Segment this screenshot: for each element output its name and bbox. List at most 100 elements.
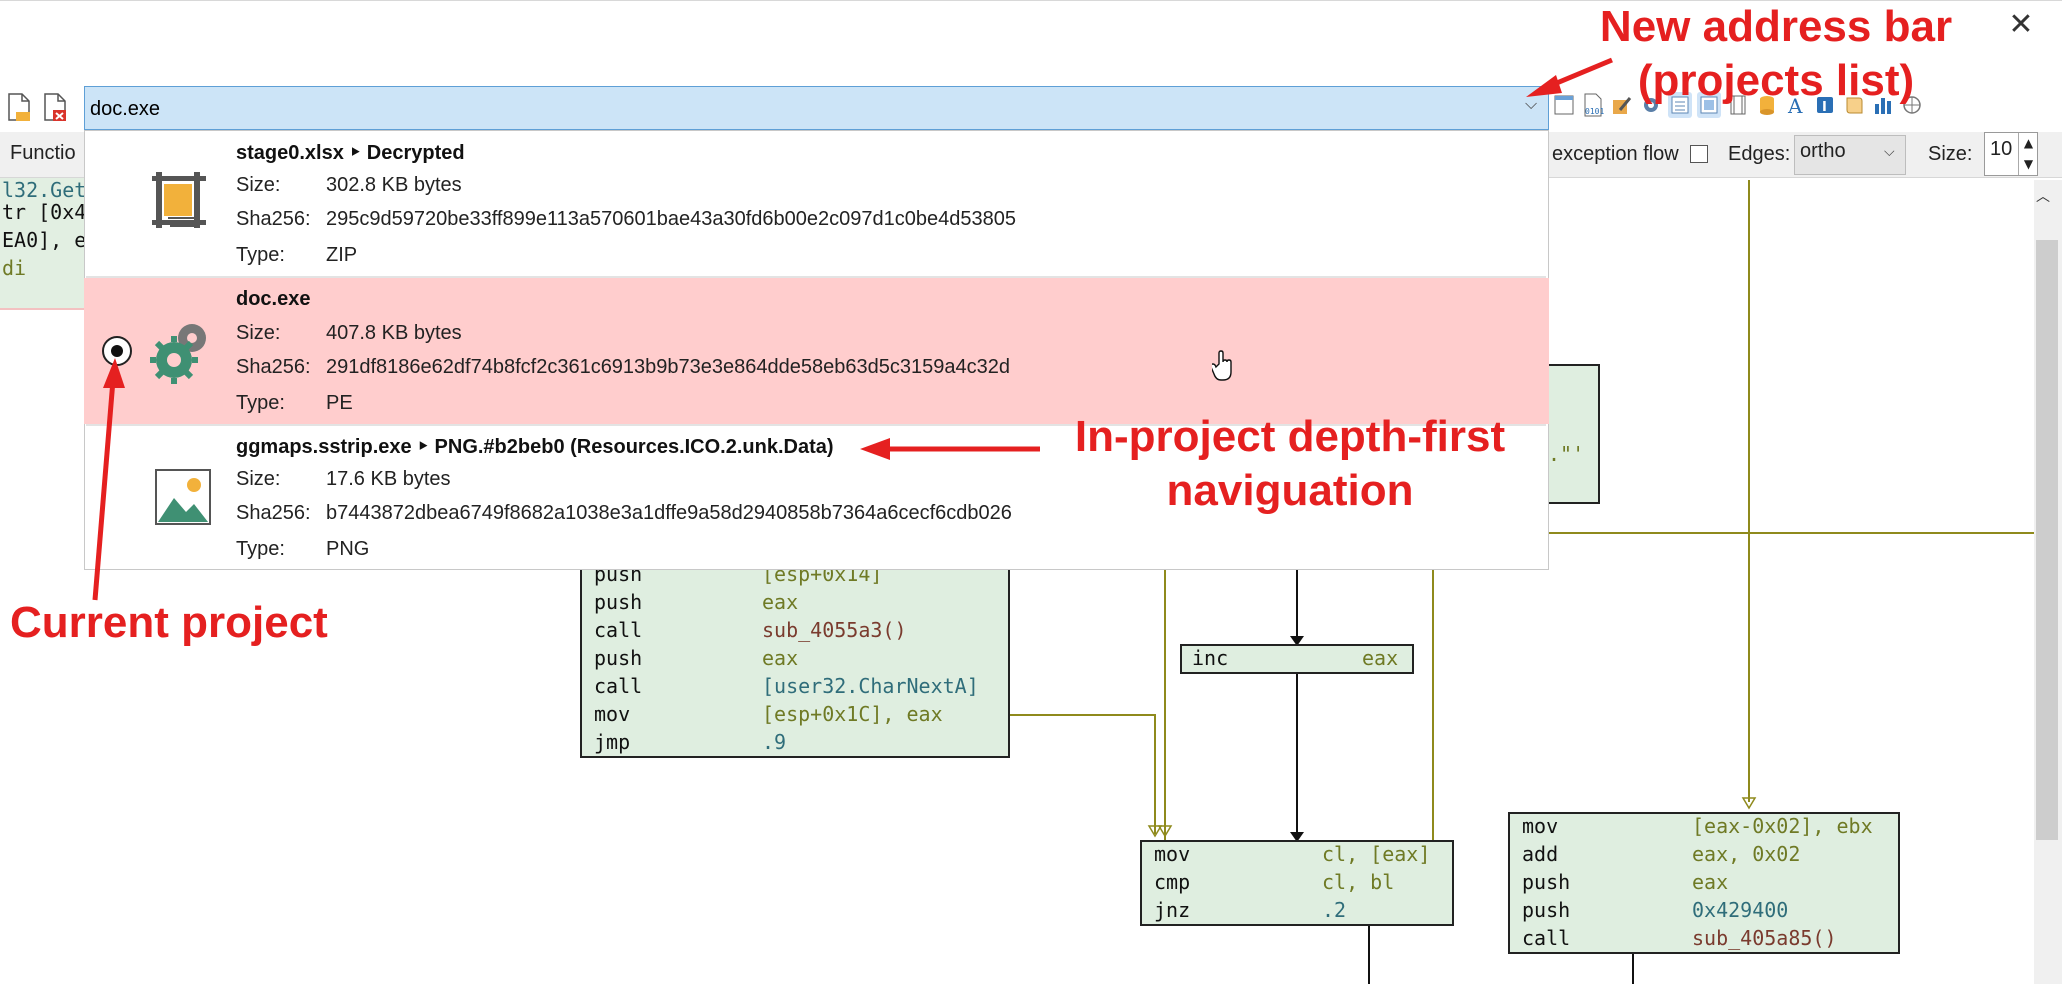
asm-operand: [user32.CharNextA] xyxy=(762,674,979,698)
asm-operand: eax xyxy=(1692,870,1729,894)
font-icon[interactable]: A xyxy=(1784,92,1808,118)
graph-block-right[interactable] xyxy=(1508,812,1900,954)
info-icon[interactable]: I xyxy=(1813,92,1837,118)
project-size: Size:17.6 KB bytes xyxy=(236,468,451,490)
asm-mnemonic: jmp xyxy=(594,730,631,754)
asm-operand: eax xyxy=(762,590,799,614)
graph-block-left[interactable] xyxy=(580,566,1010,758)
pen-icon[interactable] xyxy=(1610,92,1634,118)
right-toolbar: 0101 A I xyxy=(1552,92,2052,126)
script-icon[interactable] xyxy=(1842,92,1866,118)
asm-operand: [eax-0x02], ebx xyxy=(1692,814,1873,838)
annotation-line: (projects list) xyxy=(1637,56,1915,105)
dropdown-arrow-icon[interactable]: ⌵ xyxy=(1525,94,1538,113)
svg-text:I: I xyxy=(1822,100,1827,115)
code-line: l32.Get xyxy=(2,178,87,202)
graph-edge xyxy=(1368,924,1370,984)
address-bar[interactable] xyxy=(84,86,1549,130)
asm-mnemonic: inc xyxy=(1192,646,1229,670)
image-icon xyxy=(155,469,211,525)
project-item-current[interactable] xyxy=(84,278,1549,424)
graph-edge xyxy=(1008,714,1156,716)
left-code-panel: l32.Get tr [0x4 EA0], e di xyxy=(0,178,92,310)
asm-operand: [esp+0x1C], eax xyxy=(762,702,943,726)
project-name: ggmaps.sstrip.exe ‣ PNG.#b2beb0 (Resourc… xyxy=(236,436,834,458)
globe-icon[interactable] xyxy=(1900,92,1924,118)
close-icon[interactable]: ✕ xyxy=(2008,7,2034,42)
size-spinner[interactable] xyxy=(1984,132,2038,176)
current-project-annotation: Current project xyxy=(10,598,328,647)
exception-flow-label: exception flow xyxy=(1552,143,1679,165)
asm-mnemonic: push xyxy=(1522,898,1571,922)
asm-mnemonic: mov xyxy=(594,702,631,726)
code-line: EA0], e xyxy=(2,228,87,252)
asm-mnemonic: push xyxy=(594,646,643,670)
graph-edge xyxy=(1296,570,1298,638)
asm-operand: .9 xyxy=(762,730,787,754)
graph-edge xyxy=(1154,714,1156,834)
address-bar-annotation: New address bar (projects list) xyxy=(1576,0,1976,108)
graph-block-mid[interactable] xyxy=(1140,840,1454,926)
current-project-radio[interactable] xyxy=(102,336,132,366)
window-icon[interactable] xyxy=(1552,92,1576,118)
size-value: 10 xyxy=(1990,138,2013,160)
asm-mnemonic: mov xyxy=(1154,842,1191,866)
graph-edge xyxy=(1296,674,1298,836)
project-size: Size:302.8 KB bytes xyxy=(236,174,462,196)
cylinder-icon[interactable] xyxy=(1755,92,1779,118)
asm-mnemonic: mov xyxy=(1522,814,1559,838)
code-line: tr [0x4 xyxy=(2,200,87,224)
close-project-icon[interactable] xyxy=(42,92,68,122)
asm-mnemonic: call xyxy=(594,674,643,698)
binary-view-icon[interactable]: 0101 xyxy=(1581,92,1605,118)
asm-operand: sub_405a85() xyxy=(1692,926,1837,950)
project-type: Type:PE xyxy=(236,392,353,414)
asm-operand: cl, [eax] xyxy=(1322,842,1431,866)
chart-icon[interactable] xyxy=(1871,92,1895,118)
graph-edge xyxy=(1548,532,2034,534)
gear-icon[interactable] xyxy=(1639,92,1663,118)
asm-operand: sub_4055a3() xyxy=(762,618,907,642)
asm-mnemonic: call xyxy=(1522,926,1571,950)
annotation-line: In-project depth-first xyxy=(1074,412,1506,461)
divider xyxy=(86,276,1546,278)
tab-functions[interactable]: Functio xyxy=(10,142,76,164)
asm-operand: ."' xyxy=(1548,442,1585,466)
asm-mnemonic: add xyxy=(1522,842,1559,866)
svg-text:0101: 0101 xyxy=(1585,107,1604,116)
graph-block-inc[interactable] xyxy=(1180,644,1414,674)
scroll-up-icon[interactable]: ︿ xyxy=(2036,189,2050,205)
size-label: Size: xyxy=(1928,143,1973,165)
annotation-line: New address bar xyxy=(1599,2,1953,51)
archive-icon xyxy=(152,172,206,228)
asm-mnemonic: push xyxy=(594,590,643,614)
spinner-arrows-icon[interactable]: ▲▼ xyxy=(2018,133,2038,175)
svg-text:A: A xyxy=(1787,94,1803,118)
graph-edge xyxy=(1164,570,1166,840)
scrollbar-thumb[interactable] xyxy=(2036,240,2058,840)
asm-mnemonic: cmp xyxy=(1154,870,1191,894)
project-name: doc.exe xyxy=(236,288,311,310)
project-sha256: Sha256:295c9d59720be33ff899e113a570601ba… xyxy=(236,208,1016,230)
asm-mnemonic: push xyxy=(1522,870,1571,894)
graph-edge xyxy=(1748,180,1750,802)
project-type: Type:PNG xyxy=(236,538,370,560)
exception-flow-checkbox[interactable] xyxy=(1690,145,1708,163)
address-input[interactable]: doc.exe xyxy=(90,98,161,120)
list-view-icon[interactable] xyxy=(1668,92,1692,118)
annotation-line: naviguation xyxy=(1166,466,1414,515)
title-bar xyxy=(0,0,2062,86)
executable-gear-icon xyxy=(150,324,206,384)
project-name: stage0.xlsx ‣ Decrypted xyxy=(236,142,465,164)
project-type: Type:ZIP xyxy=(236,244,358,266)
graph-block-hidden[interactable] xyxy=(1540,364,1600,504)
new-project-icon[interactable] xyxy=(6,92,32,122)
hand-cursor-icon xyxy=(1212,350,1232,381)
asm-mnemonic: jnz xyxy=(1154,898,1191,922)
edges-select[interactable] xyxy=(1794,135,1906,175)
asm-operand: eax, 0x02 xyxy=(1692,842,1801,866)
panel-icon[interactable] xyxy=(1697,92,1721,118)
film-icon[interactable] xyxy=(1726,92,1750,118)
asm-operand: eax xyxy=(1362,646,1399,670)
